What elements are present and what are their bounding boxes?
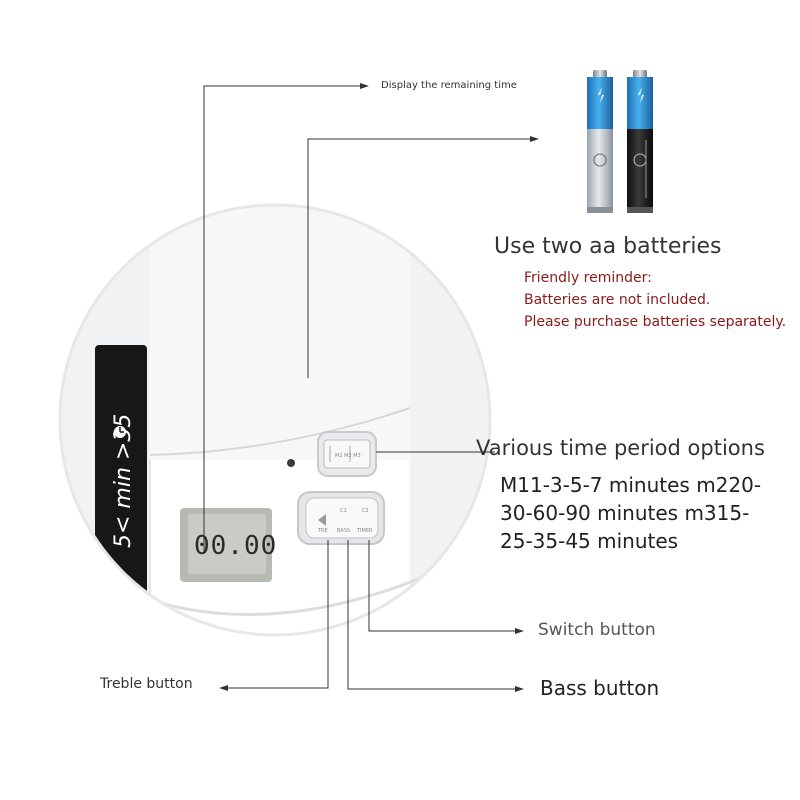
- battery-left: [587, 70, 613, 213]
- reminder-line: Friendly reminder:: [524, 270, 652, 286]
- reminder-line: Batteries are not included.: [524, 292, 711, 308]
- arrow-right-icon: [360, 83, 539, 692]
- arrow-left-icon: [219, 685, 228, 691]
- svg-text:TRE: TRE: [317, 528, 328, 534]
- leader-lines: [203, 85, 530, 690]
- display-callout: Display the remaining time: [381, 80, 517, 91]
- reminder-line: Please purchase batteries separately.: [524, 314, 787, 330]
- options-title: Various time period options: [476, 436, 765, 460]
- clock-icon: [114, 426, 126, 438]
- magnified-device: M1 M2 M3 C1 C2 TRE BASS TIMER: [60, 205, 490, 635]
- bass-button-label: Bass button: [540, 676, 660, 700]
- options-list: M11-3-5-7 minutes m220- 30-60-90 minutes…: [500, 471, 761, 555]
- lcd-display: [188, 514, 266, 574]
- svg-text:M1 M2 M3: M1 M2 M3: [335, 453, 361, 459]
- svg-text:BASS: BASS: [337, 528, 350, 534]
- svg-text:C2: C2: [362, 508, 369, 514]
- battery-reminder: Friendly reminder: Batteries are not inc…: [524, 267, 786, 333]
- options-line: 30-60-90 minutes m315-: [500, 501, 750, 525]
- switch-button-label: Switch button: [538, 620, 656, 640]
- battery-right: [627, 70, 653, 213]
- options-line: M11-3-5-7 minutes m220-: [500, 473, 762, 497]
- time-range-sticker: [95, 345, 147, 595]
- svg-text:C1: C1: [340, 508, 347, 514]
- treble-button-label: Treble button: [100, 676, 193, 692]
- magnifier-circle: [58, 203, 492, 637]
- batteries-title: Use two aa batteries: [494, 234, 722, 259]
- indicator-hole: [287, 459, 295, 467]
- lcd-reading: 00.00: [194, 531, 277, 561]
- svg-text:TIMER: TIMER: [356, 528, 373, 534]
- options-line: 25-35-45 minutes: [500, 529, 679, 553]
